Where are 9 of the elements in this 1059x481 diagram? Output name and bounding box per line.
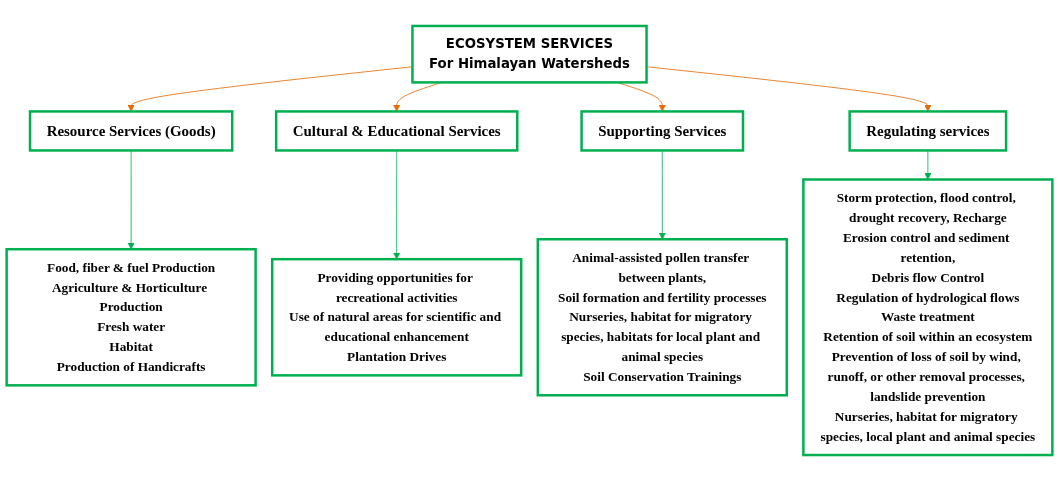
node-box: ECOSYSTEM SERVICES For Himalayan Watersheds	[411, 24, 648, 84]
node-box: Storm protection, flood control, drought recovery, Recharge Erosion control and sediment retention, Debris flow Control Regulation of hydrological flows Waste treatment Retention of soil within an ecosystem Prevention of loss of soil by wind, runoff, or other removal processes, landslide prevention Nurseries, habitat for migratory species, local plant and animal species	[802, 178, 1054, 457]
node-box: Providing opportunities for recreational activities Use of natural areas for scientific and educational enhancement Plantation Drives	[270, 257, 523, 377]
node-box: Cultural & Educational Services	[274, 110, 519, 152]
node-box: Regulating services	[848, 110, 1008, 152]
node-box: Supporting Services	[580, 110, 745, 152]
node-box: Food, fiber & fuel Production Agriculture & Horticulture Production Fresh water Habitat Production of Handicrafts	[5, 247, 257, 387]
node-box: Animal-assisted pollen transfer between plants, Soil formation and fertility processes Nurseries, habitat for migratory species, habitats for local plant and animal species Soil Conservation Trainings	[536, 238, 789, 397]
node-box: Resource Services (Goods)	[28, 110, 234, 152]
